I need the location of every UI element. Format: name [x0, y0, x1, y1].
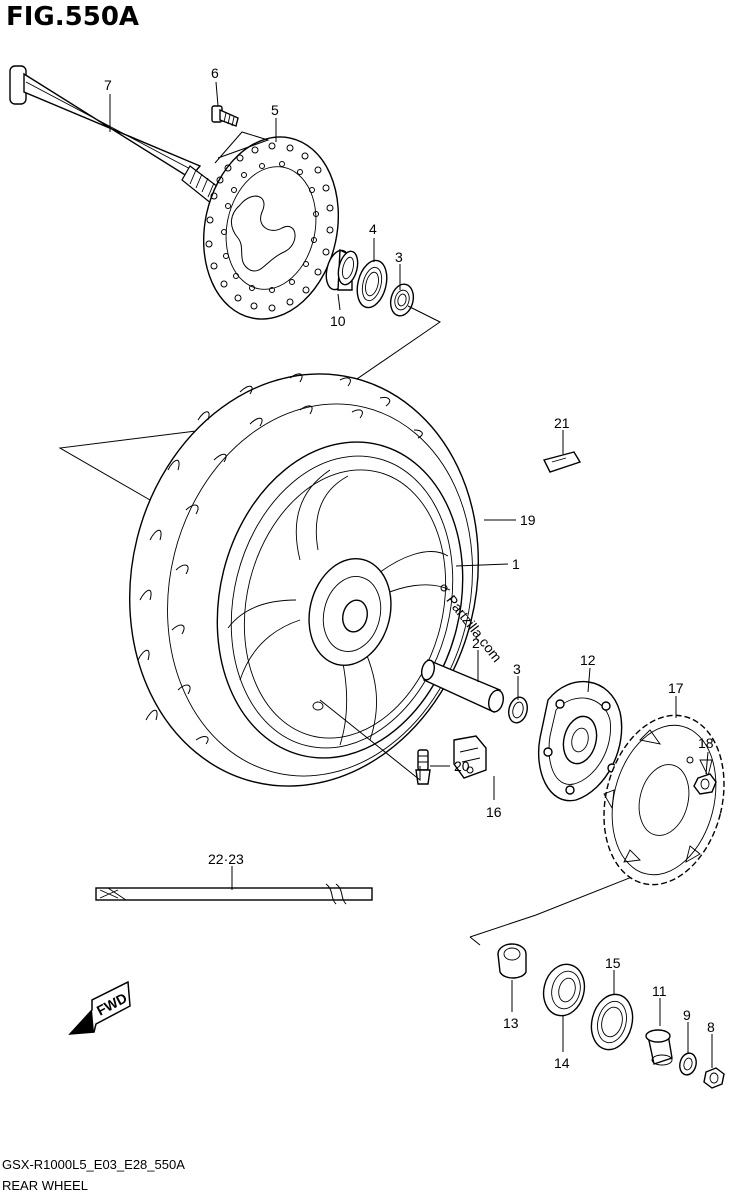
- spacer-part-2[interactable]: [420, 659, 506, 714]
- bearing-part-14[interactable]: [538, 960, 589, 1020]
- callout-9: 9: [683, 1007, 691, 1023]
- brake-disc-part-5[interactable]: [187, 124, 354, 331]
- callout-6: 6: [211, 65, 219, 81]
- callout-2: 2: [472, 635, 480, 651]
- oil-seal-part-4[interactable]: [353, 257, 392, 310]
- oil-seal-part-15[interactable]: [586, 990, 638, 1054]
- callout-14: 14: [554, 1055, 570, 1071]
- callout-11: 11: [652, 983, 667, 999]
- callout-21: 21: [554, 415, 570, 431]
- nut-part-8[interactable]: [703, 1067, 725, 1089]
- callout-19: 19: [520, 512, 536, 528]
- callout-5: 5: [271, 102, 279, 118]
- spacer-part-10[interactable]: [322, 248, 360, 292]
- callout-7: 7: [104, 77, 112, 93]
- rear-sprocket-part-17[interactable]: [587, 703, 741, 898]
- callout-15: 15: [605, 955, 621, 971]
- callout-16: 16: [486, 804, 502, 820]
- bearing-part-3-lower[interactable]: [506, 695, 530, 725]
- fwd-arrow-icon: FWD: [68, 980, 131, 1035]
- callout-8: 8: [707, 1019, 715, 1035]
- callout-1: 1: [512, 556, 520, 572]
- axle-part-7[interactable]: [9, 65, 223, 205]
- leader-lines: [109, 81, 713, 1068]
- callout-20: 20: [454, 758, 470, 774]
- callout-13: 13: [503, 1015, 519, 1031]
- figure-title: FIG.550A: [6, 2, 140, 32]
- washer-part-9[interactable]: [678, 1051, 699, 1076]
- valve-part-20[interactable]: [415, 749, 431, 785]
- sprocket-drum-part-12[interactable]: [538, 680, 623, 802]
- callout-3-upper: 3: [395, 249, 403, 265]
- spacer-part-13[interactable]: [497, 943, 527, 979]
- callout-3-lower: 3: [513, 661, 521, 677]
- callout-numbers: 7 6 5 4 3 10 21 19 1 2 3 12 17 18 20 16 …: [104, 65, 715, 1071]
- model-code: GSX-R1000L5_E03_E28_550A: [2, 1157, 185, 1172]
- bearing-part-3-upper[interactable]: [387, 282, 416, 318]
- nut-part-18[interactable]: [693, 773, 717, 795]
- callout-22-23: 22·23: [208, 851, 244, 867]
- spacer-part-11[interactable]: [645, 1029, 673, 1066]
- bolt-part-6[interactable]: [211, 105, 239, 127]
- balance-weight-part-21[interactable]: [542, 451, 582, 473]
- callout-12: 12: [580, 652, 596, 668]
- callout-18: 18: [698, 735, 714, 751]
- cast-wheel-part-1[interactable]: [185, 416, 495, 785]
- callout-4: 4: [369, 221, 377, 237]
- callout-10: 10: [330, 313, 346, 329]
- diagram-caption: REAR WHEEL: [2, 1178, 88, 1193]
- callout-17: 17: [668, 680, 684, 696]
- damper-part-16[interactable]: [453, 735, 487, 779]
- rim-tape-part-22-23[interactable]: [95, 883, 373, 905]
